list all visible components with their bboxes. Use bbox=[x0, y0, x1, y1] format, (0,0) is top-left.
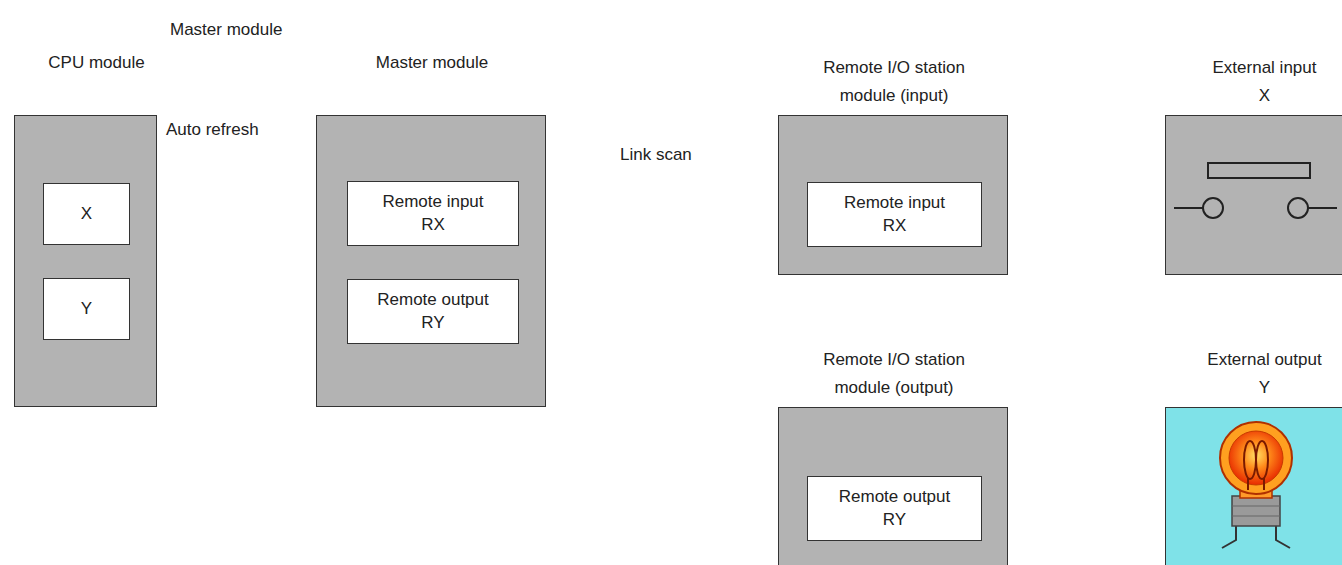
external-output-box: External output Y bbox=[1165, 407, 1342, 565]
module-label: Master module bbox=[170, 18, 282, 42]
device-label: Remote input RX bbox=[370, 191, 497, 235]
switch-symbol bbox=[1174, 163, 1337, 218]
cpu-module-box: CPU moduleXY bbox=[14, 115, 157, 407]
link-device-box: Remote output RY bbox=[347, 279, 519, 344]
device-label: Remote output RY bbox=[365, 289, 502, 333]
lamp-symbol bbox=[1220, 422, 1292, 548]
remote-station-box: Remote I/O station module (output)Remote… bbox=[778, 407, 1008, 565]
device-label: Remote input RX bbox=[831, 192, 958, 236]
input-panel-fill bbox=[1165, 115, 1342, 275]
output-panel-fill bbox=[1165, 407, 1342, 565]
device-label: X bbox=[81, 203, 92, 225]
device-label: Remote output RY bbox=[826, 486, 963, 530]
module-heading: Remote I/O station module (output) bbox=[809, 346, 979, 402]
master-module-box: Master moduleRemote input RXRemote outpu… bbox=[316, 115, 546, 407]
link-device-box: Remote input RX bbox=[807, 182, 982, 247]
module-heading: External input X bbox=[1206, 54, 1324, 110]
device-box: Y bbox=[43, 278, 130, 340]
link-device-box: Remote input RX bbox=[347, 181, 519, 246]
process-label: Auto refresh bbox=[166, 118, 259, 142]
external-input-box: External input X bbox=[1165, 115, 1342, 275]
module-heading: CPU module bbox=[48, 49, 144, 77]
link-device-box: Remote output RY bbox=[807, 476, 982, 541]
module-heading: Master module bbox=[376, 49, 488, 77]
device-label: Y bbox=[81, 298, 92, 320]
process-label: Link scan bbox=[620, 143, 692, 167]
device-box: X bbox=[43, 183, 130, 245]
module-heading: External output Y bbox=[1201, 346, 1329, 402]
module-heading: Remote I/O station module (input) bbox=[809, 54, 979, 110]
remote-station-box: Remote I/O station module (input)Remote … bbox=[778, 115, 1008, 275]
